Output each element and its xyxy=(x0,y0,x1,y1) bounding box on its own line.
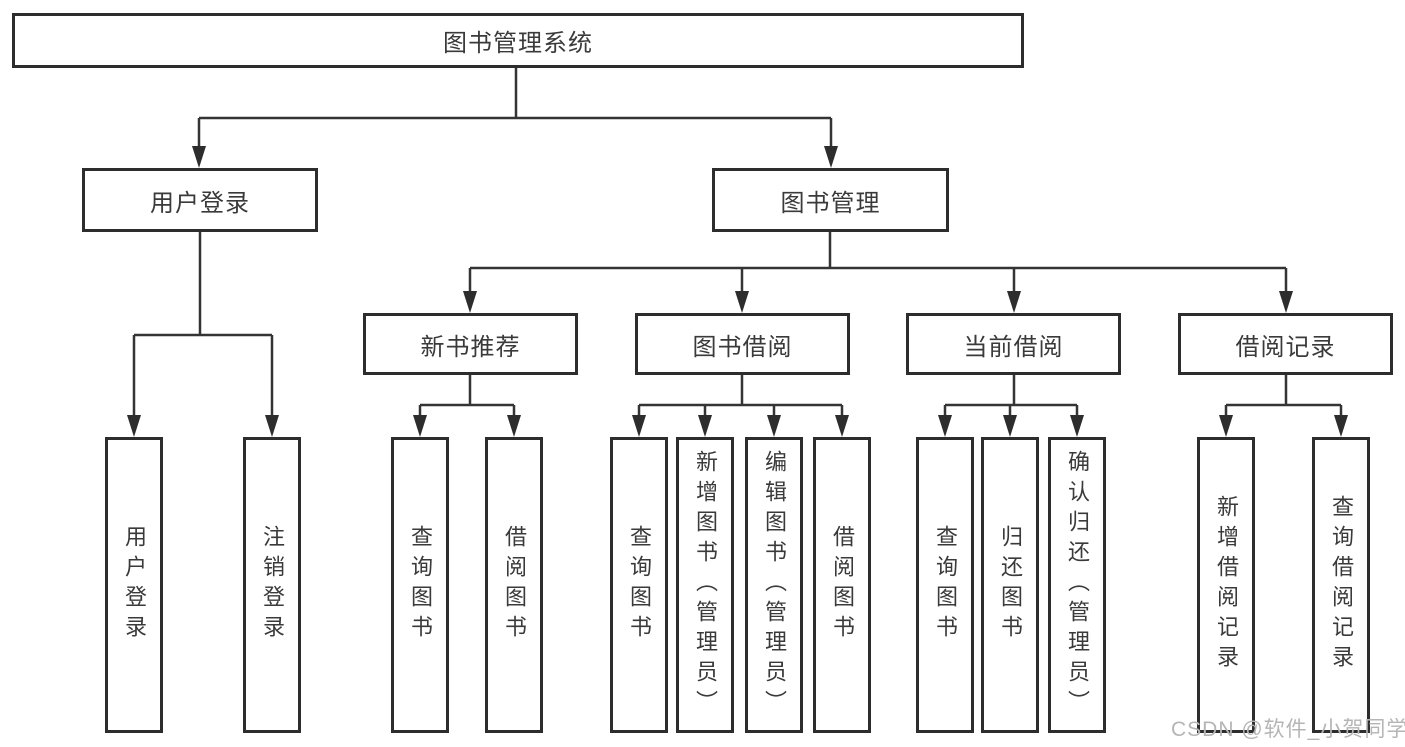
leaf-query-borrow-record-label: 查询借阅记录 xyxy=(1329,495,1354,675)
leaf-borrow-books-recommend-label: 借阅图书 xyxy=(502,525,527,645)
node-borrow-records: 借阅记录 xyxy=(1178,313,1393,375)
leaf-confirm-return-admin-label: 确认归还（管理员） xyxy=(1065,450,1090,720)
leaf-add-books-admin: 新增图书（管理员） xyxy=(676,437,734,733)
node-root-system: 图书管理系统 xyxy=(12,13,1024,68)
leaf-logout-login-label: 注销登录 xyxy=(260,525,285,645)
node-current-borrow: 当前借阅 xyxy=(906,313,1121,375)
connector-borrow-records-split xyxy=(1219,375,1348,437)
node-book-mgmt: 图书管理 xyxy=(712,168,949,232)
leaf-query-books-current: 查询图书 xyxy=(916,437,974,733)
node-current-borrow-label: 当前借阅 xyxy=(963,333,1064,361)
node-new-book-recommend-label: 新书推荐 xyxy=(420,333,521,361)
node-new-book-recommend: 新书推荐 xyxy=(363,313,578,375)
watermark-text: CSDN @软件_小贺同学 xyxy=(1171,718,1405,741)
leaf-return-books-label: 归还图书 xyxy=(998,525,1023,645)
leaf-query-books-borrow-label: 查询图书 xyxy=(627,525,652,645)
leaf-logout-login: 注销登录 xyxy=(243,437,301,733)
leaf-add-books-admin-label: 新增图书（管理员） xyxy=(693,450,718,720)
leaf-borrow-books: 借阅图书 xyxy=(813,437,871,733)
leaf-query-books-recommend-label: 查询图书 xyxy=(408,525,433,645)
node-user-login: 用户登录 xyxy=(82,168,318,232)
leaf-edit-books-admin-label: 编辑图书（管理员） xyxy=(762,450,787,720)
node-root-system-label: 图书管理系统 xyxy=(443,30,593,57)
connector-new-book-split xyxy=(413,375,521,437)
leaf-borrow-books-recommend: 借阅图书 xyxy=(485,437,543,733)
node-borrow-records-label: 借阅记录 xyxy=(1235,333,1336,361)
leaf-confirm-return-admin: 确认归还（管理员） xyxy=(1048,437,1106,733)
leaf-return-books: 归还图书 xyxy=(981,437,1039,733)
leaf-query-books-current-label: 查询图书 xyxy=(933,525,958,645)
node-book-borrow: 图书借阅 xyxy=(635,313,850,375)
leaf-query-books-recommend: 查询图书 xyxy=(391,437,449,733)
node-user-login-label: 用户登录 xyxy=(150,189,250,217)
leaf-edit-books-admin: 编辑图书（管理员） xyxy=(745,437,803,733)
leaf-user-login-label: 用户登录 xyxy=(122,525,147,645)
leaf-add-borrow-record-label: 新增借阅记录 xyxy=(1214,495,1239,675)
node-book-borrow-label: 图书借阅 xyxy=(692,333,793,361)
connector-root-split xyxy=(192,68,838,168)
leaf-query-borrow-record: 查询借阅记录 xyxy=(1312,437,1370,733)
leaf-user-login: 用户登录 xyxy=(105,437,163,733)
leaf-query-books-borrow: 查询图书 xyxy=(610,437,668,733)
leaf-add-borrow-record: 新增借阅记录 xyxy=(1197,437,1255,733)
connector-user-login-split xyxy=(127,232,279,437)
connector-book-mgmt-split xyxy=(463,232,1293,313)
connector-current-borrow-split xyxy=(938,375,1084,437)
connector-book-borrow-split xyxy=(632,375,849,437)
leaf-borrow-books-label: 借阅图书 xyxy=(830,525,855,645)
node-book-mgmt-label: 图书管理 xyxy=(780,189,881,217)
